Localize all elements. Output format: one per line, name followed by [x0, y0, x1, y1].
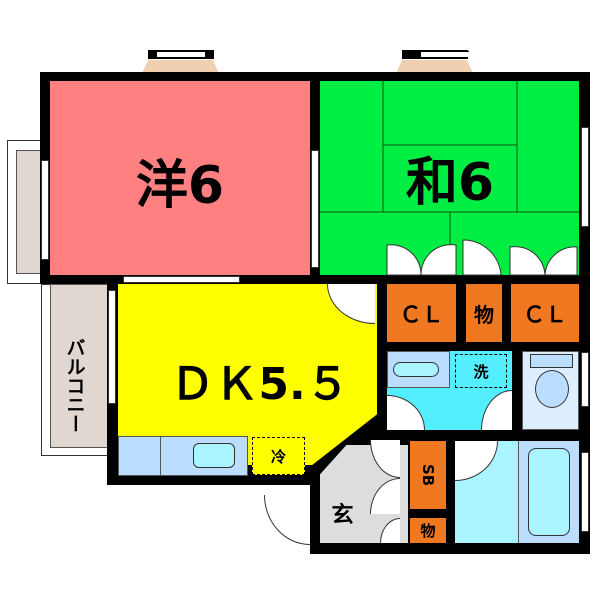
toilet-tank: [530, 354, 573, 368]
closet-right-label: ＣＬ: [522, 303, 567, 328]
window-western-left: [41, 160, 49, 260]
shoe-box: [410, 441, 446, 509]
fridge-label: 冷: [270, 447, 286, 466]
toilet-bowl: [535, 370, 569, 408]
closet-left-label: ＣＬ: [399, 303, 444, 328]
balcony-upper: [16, 150, 42, 274]
closet-left: [387, 284, 456, 342]
room-dining-kitchen: [118, 284, 377, 465]
window-japanese-right: [581, 127, 589, 227]
bathtub: [528, 448, 570, 536]
washbasin-bowl: [393, 362, 439, 377]
storage-mid: [466, 284, 502, 342]
room-japanese-label: 和6: [405, 153, 495, 213]
storage-small: [410, 518, 446, 543]
closet-right: [511, 284, 579, 342]
fridge-space: [252, 437, 305, 475]
window-dk-left: [108, 290, 116, 404]
window-western-bottom: [123, 276, 240, 283]
room-western: [50, 81, 310, 275]
washroom-label: 洗: [473, 362, 489, 381]
bay-window-japanese-glass: [421, 51, 469, 57]
counter-divider: [160, 436, 161, 476]
room-western-label: 洋6: [135, 155, 225, 216]
window-western-right: [311, 150, 319, 268]
storage-small-label: 物: [420, 522, 436, 540]
window-toilet: [581, 352, 589, 407]
shoe-box-label: SB: [419, 463, 437, 487]
window-bath: [581, 452, 589, 532]
balcony-label: バルコニー: [63, 337, 86, 433]
entrance-label: 玄: [331, 502, 354, 528]
washer-space: [455, 354, 507, 388]
bay-window-western-glass: [157, 51, 205, 57]
room-dk-label: ＤＫ5.５: [170, 359, 350, 410]
storage-mid-label: 物: [474, 302, 494, 327]
kitchen-sink: [193, 443, 235, 468]
